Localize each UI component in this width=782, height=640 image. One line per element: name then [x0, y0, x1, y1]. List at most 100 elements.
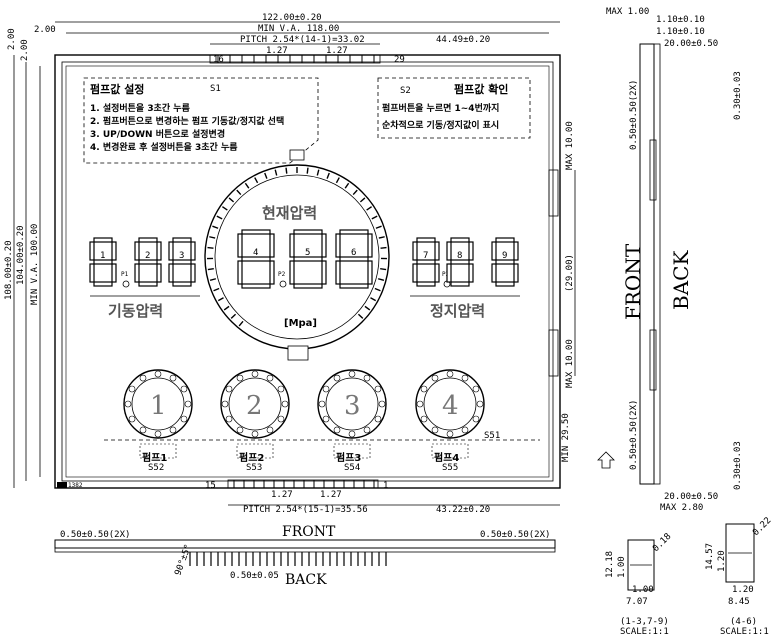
s2-line-2: 순차적으로 기동/정지값이 표시 [382, 119, 499, 131]
pump-segment [348, 430, 356, 438]
gauge-tick [359, 197, 366, 203]
gauge-tick [366, 206, 373, 211]
detail-right-a: 1.20 [717, 550, 727, 572]
digit-segment [241, 256, 271, 262]
pump-label-box [333, 443, 371, 459]
side-dim-2000-bot: 20.00±0.50 [664, 492, 718, 502]
pump-label-box [139, 443, 177, 459]
pump-gauges: 펌프1 S52 1 펌프2 S53 2 펌프3 S54 3 펌프4 S55 4 [123, 369, 485, 473]
pump-2: 펌프2 S53 2 [239, 391, 264, 473]
pump-4-tag: S55 [442, 463, 458, 473]
digit-segment [495, 237, 515, 243]
digit-segment [111, 241, 117, 261]
gauge-tick [380, 267, 387, 271]
side-dim-110b: 1.10±0.10 [656, 27, 705, 37]
side-view: 1.10±0.10 1.10±0.10 20.00±0.50 0.50±0.50… [597, 15, 743, 513]
gauge-tick [209, 278, 217, 281]
digit-6: 6 [335, 229, 373, 289]
digit-3: 3 [168, 237, 196, 287]
pump-segment [128, 415, 136, 423]
digit-segment [293, 283, 323, 289]
detail-left-a: 1.00 [617, 556, 627, 578]
gauge-tick [374, 287, 381, 292]
s51-tag: S51 [484, 431, 500, 441]
pump-3-tag: S54 [344, 463, 360, 473]
digit-segment [93, 237, 113, 243]
s1-line-1: 1. 설정버튼을 3초간 누름 [90, 102, 190, 114]
digit-segment [168, 263, 174, 283]
dim-max-10b: MAX 10.00 [565, 339, 575, 388]
gauge-tick [380, 246, 387, 249]
gauge-tick [207, 246, 214, 249]
digit-segment [491, 263, 497, 283]
small-code: 1382 [68, 482, 83, 489]
gauge-tick [212, 225, 219, 229]
gauge-tick [335, 177, 340, 184]
s2-instruction-box: S2 펌프값 확인 펌프버튼을 누르면 1~4번까지 순차적으로 기동/정지값이… [377, 77, 531, 139]
top-dimensions: 122.00±0.20 MIN V.A. 118.00 PITCH 2.54*(… [7, 7, 649, 61]
gauge-tick [370, 297, 377, 302]
digit-segment [134, 263, 140, 283]
side-dim-030-top: 0.30±0.03 [733, 71, 743, 120]
digit-segment [412, 263, 418, 283]
digit-segment [321, 260, 327, 285]
dim-left-2a: 2.00 [34, 25, 56, 35]
s2-title: 펌프값 확인 [454, 82, 508, 96]
side-dim-050-bot: 0.50±0.50(2X) [629, 400, 639, 470]
digit-1: 1 [89, 237, 117, 287]
digit-4: 4 [237, 229, 275, 289]
orientation-arrow-icon [597, 451, 615, 469]
digit-segment [111, 263, 117, 283]
digit-label-2: 2 [145, 251, 150, 261]
pump-inner-ring [228, 377, 282, 431]
pump-segment [446, 370, 454, 378]
digit-5: 5 [289, 229, 327, 289]
detail-left-scale: SCALE:1:1 [620, 627, 669, 637]
pump-segment [333, 426, 341, 434]
detail-right-b: 1.20 [732, 585, 754, 595]
gauge-tick [357, 313, 364, 319]
pump-ring-2 [220, 369, 290, 459]
pump-segment [461, 426, 469, 434]
pin-label-1: 1 [383, 481, 388, 491]
pump-segment [333, 374, 341, 382]
detail-right-w: 8.45 [728, 597, 750, 607]
dim-min-va-100: MIN V.A. 100.00 [30, 224, 40, 305]
pump-outer-ring [317, 369, 387, 439]
s2-tag: S2 [400, 86, 411, 96]
dim-pitch-top: PITCH 2.54*(14-1)=33.02 [240, 35, 365, 45]
detail-right-h: 14.57 [705, 543, 715, 570]
pump-segment [322, 385, 330, 393]
pin-label-29: 29 [394, 55, 405, 65]
digit-9: 9 [491, 237, 519, 287]
pump-inner-ring [423, 377, 477, 431]
pump-1-label: 펌프1 [142, 451, 167, 464]
detail-right: 14.57 1.20 1.20 8.45 0.22 (4-6) SCALE:1:… [705, 516, 773, 637]
pin-label-15: 15 [205, 481, 216, 491]
bottom-pin-strip: 15 1 1.27 1.27 PITCH 2.54*(15-1)=35.56 4… [205, 479, 560, 515]
gauge-tick [216, 215, 223, 220]
pump-outer-ring [220, 369, 290, 439]
digit-label-1: 1 [100, 251, 105, 261]
pump-segment [180, 415, 188, 423]
pump-3-number: 3 [344, 391, 361, 421]
bottom-edge-view: 0.50±0.50(2X) 0.50±0.50(2X) FRONT BACK 9… [54, 524, 556, 588]
s1-line-2: 2. 펌프버튼으로 변경하는 펌프 기동값/정지값 선택 [90, 115, 284, 127]
pump-1-number: 1 [150, 391, 167, 421]
digit-segment [289, 233, 295, 258]
pump-segment [472, 385, 480, 393]
unit-label: [Mpa] [284, 318, 317, 329]
right-dimensions: MAX 10.00 (29.00) MAX 10.00 MIN 29.50 [561, 121, 576, 462]
digit-segment [237, 260, 243, 285]
pump-4-number: 4 [442, 391, 459, 421]
digit-segment [269, 233, 275, 258]
top-pin-strip: 16 29 [209, 54, 405, 65]
digit-segment [450, 237, 470, 243]
digit-segment [89, 241, 95, 261]
gauge-tick [352, 189, 358, 196]
digit-segment [89, 263, 95, 283]
bottom-left-dim: 0.50±0.50(2X) [60, 530, 130, 540]
dim-min-2950: MIN 29.50 [561, 413, 571, 462]
digit-segment [93, 259, 113, 265]
